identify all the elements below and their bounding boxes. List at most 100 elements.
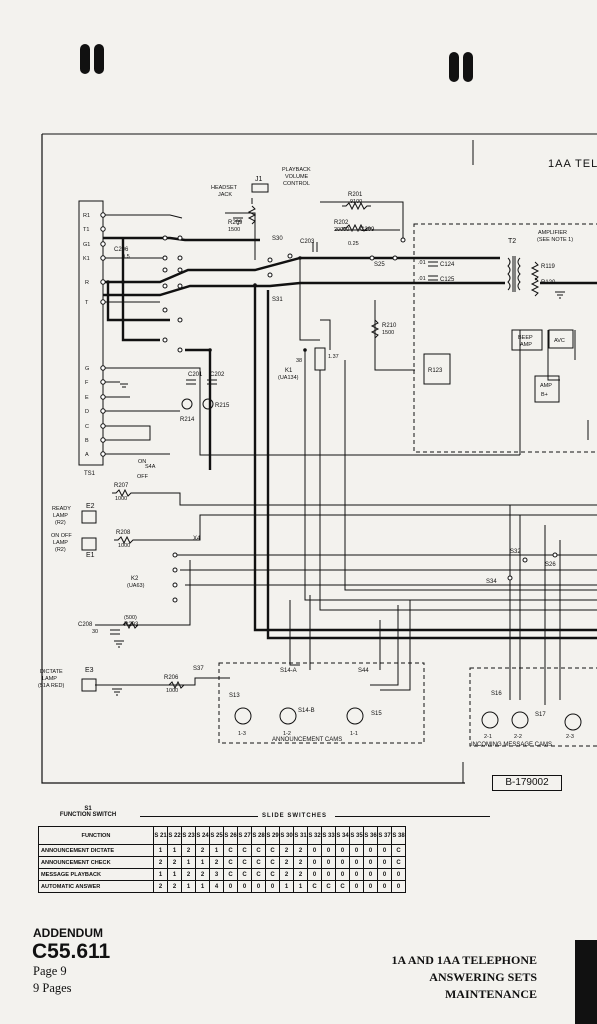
label-r208: R208: [116, 530, 131, 536]
table-column-header: S 28: [251, 826, 266, 845]
label-j1: J1: [255, 176, 263, 183]
cam-b-2-3: 2-3: [566, 734, 574, 740]
ts-term-g: G: [85, 366, 89, 372]
label-beep-amp: AMP: [520, 342, 532, 348]
label-onoff-lamp-2: LAMP: [53, 540, 68, 546]
label-headset-jack: HEADSET: [211, 185, 238, 191]
table-cell: 2: [279, 868, 294, 881]
cam-a-1-2: 1-2: [283, 731, 291, 737]
table-column-header: S 34: [335, 826, 350, 845]
drawing-number: B-179002: [492, 775, 562, 791]
ts-term-g1: G1: [83, 242, 90, 248]
table-cell: 3: [209, 868, 224, 881]
table-cell: C: [223, 856, 238, 869]
table-cell: 4: [209, 880, 224, 893]
table-cell: C: [251, 856, 266, 869]
table-cell: 2: [195, 868, 210, 881]
label-see-note: (SEE NOTE 1): [537, 237, 573, 243]
table-cell: 2: [153, 880, 168, 893]
label-avc: AVC: [554, 338, 565, 344]
table-column-header: S 36: [363, 826, 378, 845]
label-s14a: S14-A: [280, 668, 297, 674]
table-column-header: S 38: [391, 826, 406, 845]
label-k1-contact: 1.37: [328, 354, 339, 360]
label-amplifier: AMPLIFIER: [538, 230, 567, 236]
label-headset-jack-2: JACK: [218, 192, 232, 198]
slide-switch-line-left: [140, 816, 258, 817]
table-cell: 0: [391, 868, 406, 881]
table-row: ANNOUNCEMENT DICTATE 1 1 2 2 1 C C C C 2…: [38, 844, 406, 857]
table-column-header: S 24: [195, 826, 210, 845]
table-cell: 2: [181, 844, 196, 857]
table-cell: 1: [181, 880, 196, 893]
table-cell: 0: [363, 880, 378, 893]
table-cell: 1: [209, 844, 224, 857]
table-cell: C: [237, 844, 252, 857]
table-cell: 1: [167, 844, 182, 857]
label-r120: R120: [541, 280, 556, 286]
label-c209-value: 0.25: [348, 241, 359, 247]
binder-hole: [94, 44, 104, 74]
label-k2: K2: [131, 576, 139, 582]
table-row: MESSAGE PLAYBACK 1 1 2 2 3 C C C C 2 2 0…: [38, 868, 406, 881]
table-cell: 0: [321, 844, 336, 857]
table-cell: 0: [349, 856, 364, 869]
label-c125: C125: [440, 277, 455, 283]
page-edge-shadow: [575, 940, 597, 1024]
table-cell: C: [251, 844, 266, 857]
table-column-header: S 22: [167, 826, 182, 845]
binder-hole: [449, 52, 459, 82]
label-t2: T2: [508, 238, 516, 245]
ts-term-b: B: [85, 438, 89, 444]
cam-a-1-3: 1-3: [238, 731, 246, 737]
table-cell: 0: [391, 880, 406, 893]
addendum-label: ADDENDUM: [33, 926, 103, 940]
ts-term-t: T: [85, 300, 89, 306]
label-ready-lamp-2: LAMP: [53, 513, 68, 519]
label-k1-a: 38: [296, 358, 302, 364]
label-r207: R207: [114, 483, 129, 489]
page-number: Page 9: [33, 964, 67, 978]
label-s31: S31: [272, 297, 283, 303]
function-switch-s1: S1: [84, 806, 92, 812]
label-dictate-lamp-3: (51A RED): [38, 683, 64, 689]
label-r203: R203: [124, 622, 139, 628]
binder-hole: [80, 44, 90, 74]
label-dictate-lamp: DICTATE: [40, 669, 63, 675]
label-s13: S13: [229, 693, 240, 699]
table-cell: 2: [167, 880, 182, 893]
table-row: AUTOMATIC ANSWER 2 2 1 1 4 0 0 0 0 1 1 C…: [38, 880, 406, 893]
table-column-function: FUNCTION: [38, 826, 154, 845]
table-column-header: S 37: [377, 826, 392, 845]
label-c208-value: 30: [92, 629, 98, 635]
function-switch-header: S1 FUNCTION SWITCH: [38, 806, 138, 818]
label-s15: S15: [371, 711, 382, 717]
label-on: ON: [138, 459, 146, 465]
label-r209: R209: [228, 220, 243, 226]
label-ready-lamp-3: (R2): [55, 520, 66, 526]
label-ready-lamp: READY: [52, 506, 71, 512]
document-number: C55.611: [32, 940, 111, 963]
label-r119: R119: [541, 264, 556, 270]
table-cell: 0: [237, 880, 252, 893]
label-r214: R214: [180, 417, 195, 423]
table-cell: 0: [363, 868, 378, 881]
row-function-name: AUTOMATIC ANSWER: [38, 880, 154, 893]
function-table: FUNCTION S 21 S 22 S 23 S 24 S 25 S 26 S…: [38, 826, 406, 893]
label-r215: R215: [215, 403, 230, 409]
row-function-name: ANNOUNCEMENT CHECK: [38, 856, 154, 869]
slide-switch-line-right: [335, 816, 490, 817]
table-cell: 2: [279, 856, 294, 869]
table-column-header: S 32: [307, 826, 322, 845]
ts-term-d: D: [85, 409, 89, 415]
table-cell: 1: [153, 844, 168, 857]
page-count: 9 Pages: [33, 981, 72, 995]
label-c202: C202: [210, 372, 225, 378]
table-cell: 2: [181, 868, 196, 881]
table-cell: 2: [293, 844, 308, 857]
table-cell: 0: [377, 868, 392, 881]
table-cell: 0: [349, 844, 364, 857]
table-cell: C: [223, 844, 238, 857]
label-s4a: S4A: [145, 464, 156, 470]
table-cell: C: [335, 880, 350, 893]
